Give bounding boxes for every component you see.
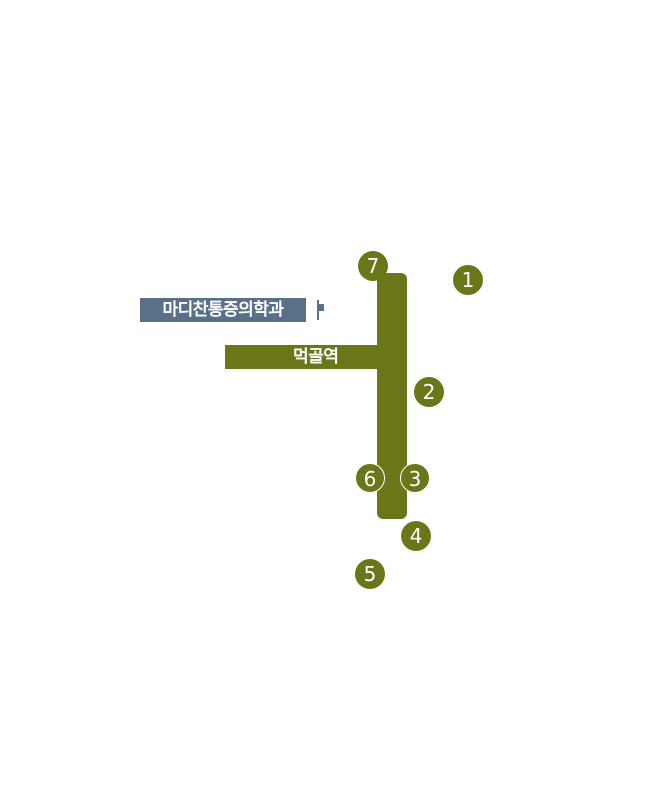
station-name-label: 먹골역 bbox=[293, 347, 339, 367]
horizontal-road: 먹골역 bbox=[225, 345, 381, 369]
exit-4-marker: 4 bbox=[401, 521, 431, 551]
exit-6-marker: 6 bbox=[355, 463, 385, 493]
exit-2-marker: 2 bbox=[414, 377, 444, 407]
exit-7-marker: 7 bbox=[358, 251, 388, 281]
clinic-name-label: 마디찬통증의학과 bbox=[140, 298, 306, 322]
map-pin-icon bbox=[317, 300, 324, 320]
exit-3-marker: 3 bbox=[400, 463, 430, 493]
exit-5-marker: 5 bbox=[355, 559, 385, 589]
exit-1-marker: 1 bbox=[453, 265, 483, 295]
